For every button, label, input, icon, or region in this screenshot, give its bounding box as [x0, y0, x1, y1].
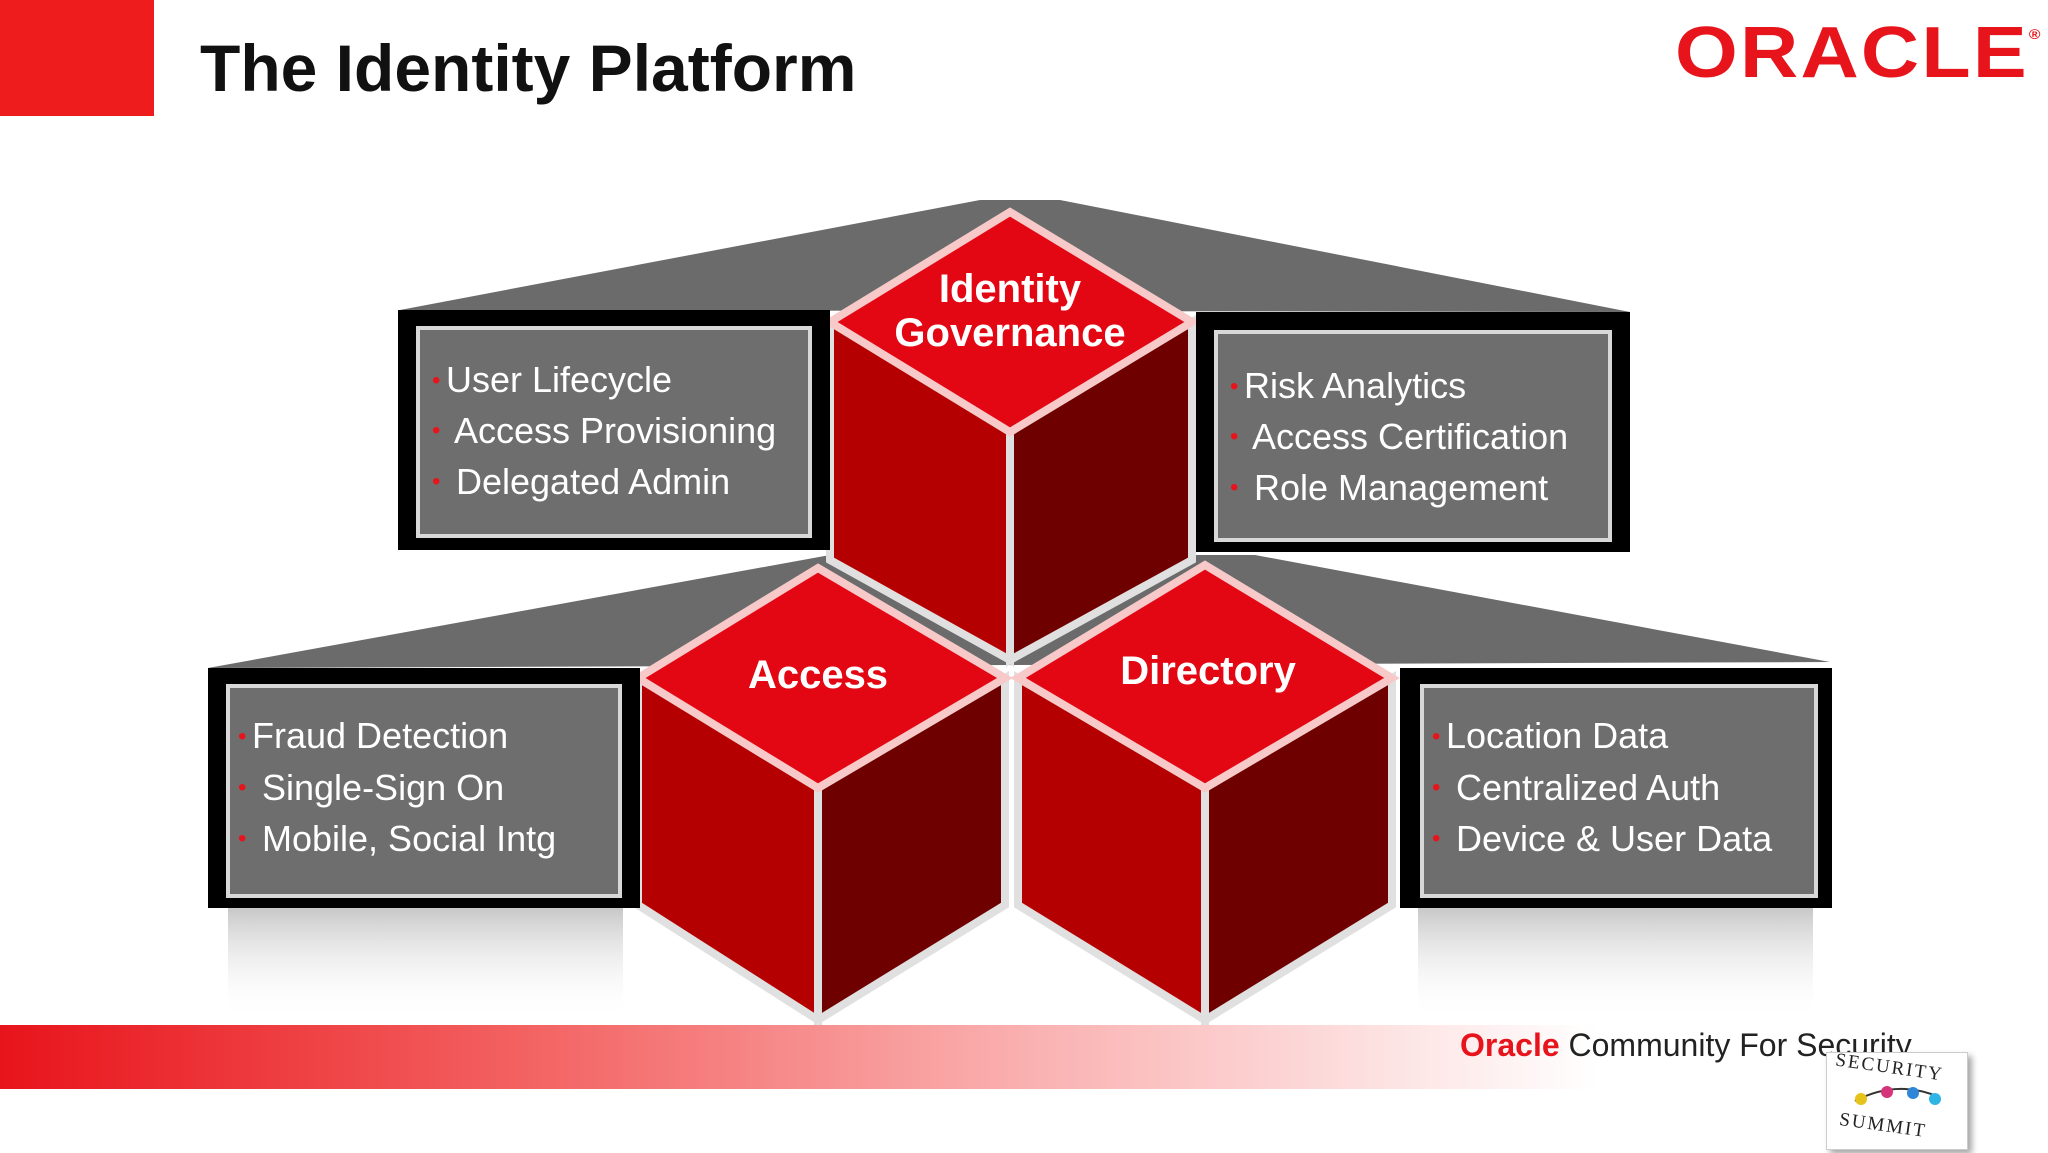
registered-mark: ®	[2028, 26, 2043, 42]
panel-item: Location Data	[1446, 715, 1669, 756]
panel-item: Access Certification	[1252, 416, 1568, 457]
red-accent-block	[0, 0, 154, 116]
panel-bullet: •	[1230, 474, 1238, 501]
panel-bullet: •	[1432, 723, 1440, 750]
badge-top-text: SECURITY	[1834, 1049, 1945, 1086]
oracle-logo: ORACLE®	[1675, 12, 2043, 94]
governance-cube-top-face	[822, 207, 1200, 437]
panel-item: Access Provisioning	[454, 410, 776, 451]
panel-bullet: •	[432, 367, 440, 394]
directory-cube-label: Directory	[1120, 649, 1296, 693]
panel-item: Fraud Detection	[252, 715, 508, 756]
oracle-logo-text: ORACLE	[1675, 13, 2029, 93]
panel-item: Role Management	[1254, 467, 1548, 508]
panel-bullet: •	[1230, 423, 1238, 450]
panel-box	[416, 326, 812, 538]
badge-dots-icon	[1854, 1086, 1941, 1105]
directory-panel: • Location Data • Centralized Auth • Dev…	[1400, 668, 1832, 908]
governance-left-panel: • User Lifecycle • Access Provisioning •…	[398, 310, 830, 550]
footer-brand: Oracle	[1460, 1027, 1560, 1063]
panel-bullet: •	[432, 468, 440, 495]
panel-item: Device & User Data	[1456, 818, 1773, 859]
panel-bullet: •	[1230, 373, 1238, 400]
panel-bullet: •	[432, 417, 440, 444]
panel-box	[1420, 684, 1818, 898]
panel-item: Delegated Admin	[456, 461, 730, 502]
governance-right-panel: • Risk Analytics • Access Certification …	[1196, 312, 1630, 552]
left-panel-reflection	[228, 904, 623, 1019]
governance-cube-label-line1: Identity	[939, 267, 1082, 311]
right-panel-reflection	[1418, 904, 1813, 1019]
panel-item: Single-Sign On	[262, 767, 504, 808]
access-panel: • Fraud Detection • Single-Sign On • Mob…	[208, 668, 640, 908]
panel-item: User Lifecycle	[446, 359, 672, 400]
access-cube	[630, 563, 1013, 1028]
panel-bullet: •	[238, 825, 246, 852]
badge-bottom-text: SUMMIT	[1838, 1108, 1929, 1143]
footer-gradient-bar	[0, 1025, 2048, 1089]
panel-box	[226, 684, 622, 898]
directory-cube	[1010, 560, 1400, 1028]
security-summit-badge: SECURITY SUMMIT	[1826, 1049, 1968, 1150]
directory-cube-top-face	[1010, 560, 1400, 793]
panel-bullet: •	[1432, 774, 1440, 801]
panel-item: Mobile, Social Intg	[262, 818, 556, 859]
page-title: The Identity Platform	[200, 31, 857, 105]
access-cube-top-face	[630, 563, 1013, 793]
panel-bullet: •	[238, 723, 246, 750]
panel-item: Centralized Auth	[1456, 767, 1720, 808]
panel-box	[1214, 330, 1612, 542]
panel-bullet: •	[238, 774, 246, 801]
governance-cube-label-line2: Governance	[894, 311, 1125, 355]
access-cube-label: Access	[748, 653, 888, 697]
panel-item: Risk Analytics	[1244, 365, 1466, 406]
panel-bullet: •	[1432, 825, 1440, 852]
